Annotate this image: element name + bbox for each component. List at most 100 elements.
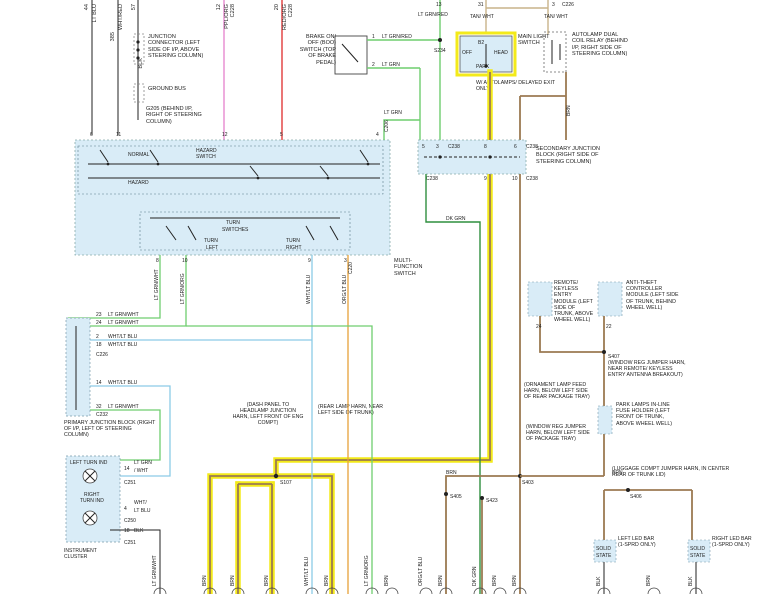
bottom-wire-label: LT GRN/WHT [152, 555, 158, 586]
brake-switch: 1 LT GRN/RED 2 LT GRN BRAKE ON/ OFF (BOO… [300, 34, 440, 140]
luggage-note: (LUGGAGE COMPT JUMPER HARN, IN CENTER RE… [612, 466, 730, 478]
left-turn-ind-label: LEFT TURN IND [70, 460, 108, 466]
bottom-wire-label: BRN [264, 575, 270, 586]
brake-switch-contact [341, 43, 359, 63]
ic-c250: C250 [124, 518, 136, 524]
sjb-pin-6: 6 [514, 144, 517, 150]
turn-left-a: TURN [204, 238, 218, 244]
right-led-label: RIGHT LED BAR (1-SPRD ONLY) [712, 536, 752, 548]
bottom-terminal-arc [493, 587, 507, 594]
pin-b2: B2 [478, 40, 484, 46]
autolamp-note-wrap: W/ AUTOLAMPS/ DELAYED EXIT ONLY [476, 80, 555, 92]
wire-label-385: 385 [110, 32, 116, 41]
sjb-pin-10: 10 [512, 176, 518, 182]
bottom-terminal-arc [419, 587, 433, 594]
junction-connector-box [133, 33, 145, 65]
wire-label-blk: BLK [138, 58, 144, 69]
instrument-cluster: LEFT TURN IND RIGHT TURN IND INSTRUMENT … [64, 455, 161, 594]
bottom-terminal-arc [265, 587, 279, 594]
sjb-node-1 [438, 155, 442, 159]
turn-contact-l2 [187, 225, 197, 241]
bottom-terminal-arc [153, 587, 167, 594]
ic-pin-14: 14 [124, 466, 130, 472]
pjb-label: PRIMARY JUNCTION BLOCK (RIGHT OF I/P, LE… [64, 420, 156, 439]
anti-theft-label-wrap: ANTI-THEFT CONTROLLER MODULE (LEFT SIDE … [626, 280, 679, 311]
bottom-terminal-arc [203, 587, 217, 594]
turn-contact-l1 [165, 225, 177, 241]
turn-left-b: LEFT [206, 245, 218, 251]
s405-label: S405 [450, 494, 462, 500]
sjb-pin-9: 9 [484, 176, 487, 182]
primary-junction-block: 23 LT GRN/WHT 24 LT GRN/WHT 2 WHT/LT BLU… [64, 312, 156, 439]
jc-pin-a [136, 40, 140, 44]
brake-switch-label-wrap: BRAKE ON/ OFF (BOO) SWITCH (TOP OF BRAKE… [300, 34, 336, 66]
mfs-lt-grn-org-label: LT GRN/ORG [180, 273, 186, 304]
left-led-label: LEFT LED BAR (1-SPRD ONLY) [618, 536, 656, 548]
bottom-terminal-arc [647, 587, 661, 594]
pjb-c226: C226 [96, 352, 108, 358]
turn-right-b: RIGHT [286, 245, 302, 251]
s407-dot [602, 350, 606, 354]
turn-switch-box [139, 211, 351, 251]
s234-label: S234 [434, 48, 446, 54]
ic-label-b: CLUSTER [64, 554, 88, 560]
bottom-terminal-arc [385, 587, 399, 594]
bottom-wire-label: BRN [438, 575, 444, 586]
bottom-terminal-arc [513, 587, 527, 594]
remote-keyless-label: REMOTE/ KEYLESS ENTRY MODULE (LEFT SIDE … [554, 280, 594, 324]
s407-label: S407 [608, 354, 620, 360]
left-led-label-wrap: LEFT LED BAR (1-SPRD ONLY) [618, 536, 656, 548]
off-label: OFF [462, 50, 472, 56]
bottom-wire-label: BRN [202, 575, 208, 586]
lt-grn-red-top-label: LT GRN/RED [418, 12, 448, 18]
tan-wht-label-b: TAN/ WHT [544, 14, 568, 20]
mfs-down-wires: LT GRN/WHT LT GRN/ORG WHT/LT BLU ORG/LT … [68, 255, 373, 594]
hz-node-2 [156, 162, 160, 166]
sjb-c238-d: C238 [526, 176, 538, 182]
hz-node-3 [256, 176, 260, 180]
hazard-switch-box [77, 145, 384, 195]
turn-contact-r1 [305, 225, 315, 241]
left-bulb-x2 [84, 470, 96, 482]
pjb-pin-2: 2 [96, 334, 99, 340]
wire-label-c228-a: C228 [230, 4, 236, 17]
dash-panel-note: (DASH PANEL TO HEADLAMP JUNCTION HARN, L… [232, 402, 304, 426]
lt-grn-mfs-label: LT GRN [384, 110, 402, 116]
g205-label: G205 (BEHIND I/P, RIGHT OF STEERING COLU… [146, 106, 202, 125]
c206-label: C206 [384, 120, 390, 132]
mfs-c220: C220 [348, 262, 354, 274]
fuse-holder-label: PARK LAMPS IN-LINE FUSE HOLDER (LEFT FRO… [616, 402, 673, 427]
multi-function-switch-label: MULTI- FUNCTION SWITCH [394, 258, 423, 277]
wire-label-lt-blu: LT BLU [92, 4, 98, 22]
junction-connector-label: JUNCTION CONNECTOR (LEFT SIDE OF I/P, AB… [148, 34, 204, 60]
mfs-pin-4: 4 [376, 132, 379, 138]
ground-bus-box [133, 83, 145, 103]
s407-note: (WINDOW REG JUMPER HARN, NEAR REMOTE/ KE… [608, 360, 686, 378]
head-label: HEAD [494, 50, 508, 56]
ic-lt-grn-b: / WHT [134, 468, 148, 474]
ic-pin-4: 4 [124, 506, 127, 512]
lt-grn-mfs: LT GRN C206 [383, 110, 420, 140]
wire-dk-grn [425, 174, 481, 594]
brn-label-s405: BRN [446, 470, 457, 476]
wire-label-red-org: RED/ORG [282, 4, 288, 30]
brn-label-s406: BRN [612, 470, 623, 476]
mfs-wht-lt-blu-label: WHT/LT BLU [306, 274, 312, 304]
brake-wire-label-a: LT GRN/RED [382, 34, 412, 40]
tan-wht-feed: 31 TAN/ WHT 3 TAN/ WHT C226 [470, 0, 574, 34]
junction-connector: JUNCTION CONNECTOR (LEFT SIDE OF I/P, AB… [133, 33, 204, 125]
remote-keyless-label-wrap: REMOTE/ KEYLESS ENTRY MODULE (LEFT SIDE … [554, 280, 594, 324]
highlighted-brn-circuit: S107 [207, 69, 493, 594]
bottom-wire-label: BRN [512, 575, 518, 586]
wire-label-20: 20 [274, 4, 280, 10]
left-solid-state-box [593, 539, 617, 563]
bottom-terminal-arc [305, 587, 319, 594]
ground-bus-label: GROUND BUS [148, 86, 186, 92]
pjb-pin-23: 23 [96, 312, 102, 318]
right-turn-ind-b: TURN IND [80, 498, 104, 504]
pin-31: 31 [478, 2, 484, 8]
normal-label: NORMAL [128, 152, 150, 158]
sjb-label-wrap: SECONDARY JUNCTION BLOCK (RIGHT SIDE OF … [536, 146, 600, 165]
mfs-pin-8b: 8 [156, 258, 159, 264]
